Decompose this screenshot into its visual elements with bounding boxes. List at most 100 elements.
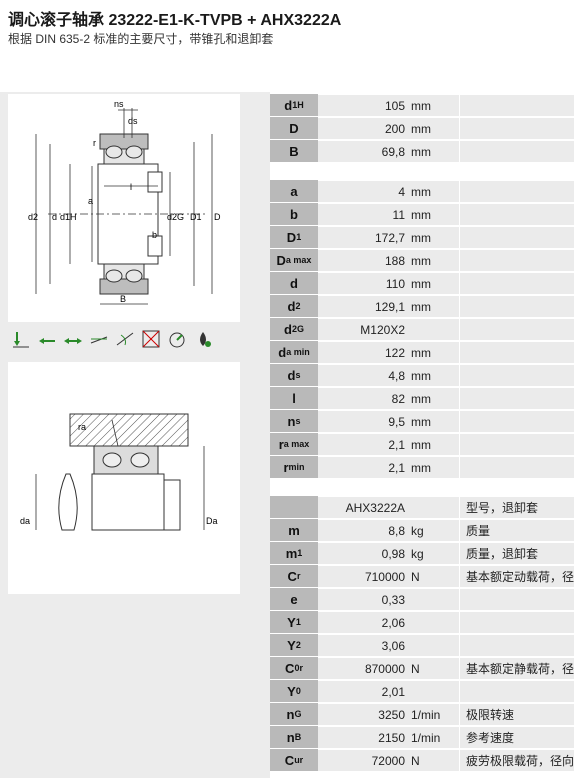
- symbol-letter: d: [287, 298, 296, 314]
- symbol-subscript: a max: [283, 439, 310, 449]
- symbol-subscript: 1: [296, 232, 302, 242]
- page-title: 调心滚子轴承 23222-E1-K-TVPB + AHX3222A: [8, 12, 342, 29]
- symbol-subscript: a min: [286, 347, 310, 357]
- row-value: 122: [318, 341, 409, 364]
- angular-misalignment-icon: [88, 328, 110, 350]
- axial-load-left-icon: [36, 328, 58, 350]
- row-description: 质量，退卸套: [459, 542, 574, 565]
- row-value: 2,01: [318, 680, 409, 703]
- row-symbol: [270, 496, 318, 519]
- row-unit: N: [409, 749, 459, 772]
- row-spacer: [459, 341, 574, 364]
- row-unit: mm: [409, 387, 459, 410]
- page-subtitle: 根据 DIN 635-2 标准的主要尺寸，带锥孔和退卸套: [8, 32, 274, 46]
- row-unit: N: [409, 565, 459, 588]
- symbol-subscript: 2: [295, 640, 301, 650]
- label-a: a: [88, 196, 93, 206]
- label-d2G: d2G: [167, 212, 184, 222]
- symbol-letter: n: [287, 413, 296, 429]
- row-value: 2,1: [318, 456, 409, 479]
- symbol-subscript: a max: [285, 255, 312, 265]
- symbol-letter: C: [284, 752, 295, 768]
- row-value: 11: [318, 203, 409, 226]
- row-symbol: a: [270, 180, 318, 203]
- row-unit: mm: [409, 226, 459, 249]
- row-value: 3,06: [318, 634, 409, 657]
- row-value: 4,8: [318, 364, 409, 387]
- label-D: D: [214, 212, 221, 222]
- symbol-letter: D: [286, 229, 297, 245]
- row-unit: N: [409, 657, 459, 680]
- row-unit: mm: [409, 433, 459, 456]
- row-value: AHX3222A: [318, 496, 409, 519]
- row-unit: 1/min: [409, 703, 459, 726]
- row-description: 参考速度: [459, 726, 574, 749]
- row-description: [459, 588, 574, 611]
- row-description: 质量: [459, 519, 574, 542]
- symbol-letter: r: [283, 459, 289, 475]
- row-spacer: [459, 226, 574, 249]
- symbol-letter: D: [289, 120, 299, 136]
- symbol-letter: m: [288, 522, 300, 538]
- row-symbol: b: [270, 203, 318, 226]
- symbol-letter: Y: [287, 637, 296, 653]
- row-spacer: [459, 272, 574, 295]
- property-icon-strip: [10, 328, 214, 350]
- row-value: 200: [318, 117, 409, 140]
- row-unit: kg: [409, 519, 459, 542]
- label-D1: D1: [190, 212, 202, 222]
- label-ra: ra: [78, 422, 86, 432]
- row-unit: mm: [409, 410, 459, 433]
- row-unit: mm: [409, 203, 459, 226]
- row-spacer: [459, 203, 574, 226]
- row-symbol: d: [270, 272, 318, 295]
- row-value: M120X2: [318, 318, 409, 341]
- row-value: 172,7: [318, 226, 409, 249]
- row-value: 0,33: [318, 588, 409, 611]
- row-symbol: D: [270, 117, 318, 140]
- row-value: 2,1: [318, 433, 409, 456]
- symbol-subscript: 1: [297, 548, 303, 558]
- symbol-subscript: 0r: [294, 663, 303, 673]
- row-value: 72000: [318, 749, 409, 772]
- bearing-dimension-drawing: ns ds r l a b B d2 d d1H d2G D1 D: [8, 94, 240, 322]
- symbol-letter: Y: [287, 683, 296, 699]
- row-unit: [409, 588, 459, 611]
- row-unit: [409, 496, 459, 519]
- high-speed-icon: [166, 328, 188, 350]
- mounting-dimension-drawing: ra da Da: [8, 362, 240, 594]
- symbol-letter: r: [278, 436, 284, 452]
- label-d: d: [52, 212, 57, 222]
- row-unit: 1/min: [409, 726, 459, 749]
- label-l: l: [130, 182, 132, 192]
